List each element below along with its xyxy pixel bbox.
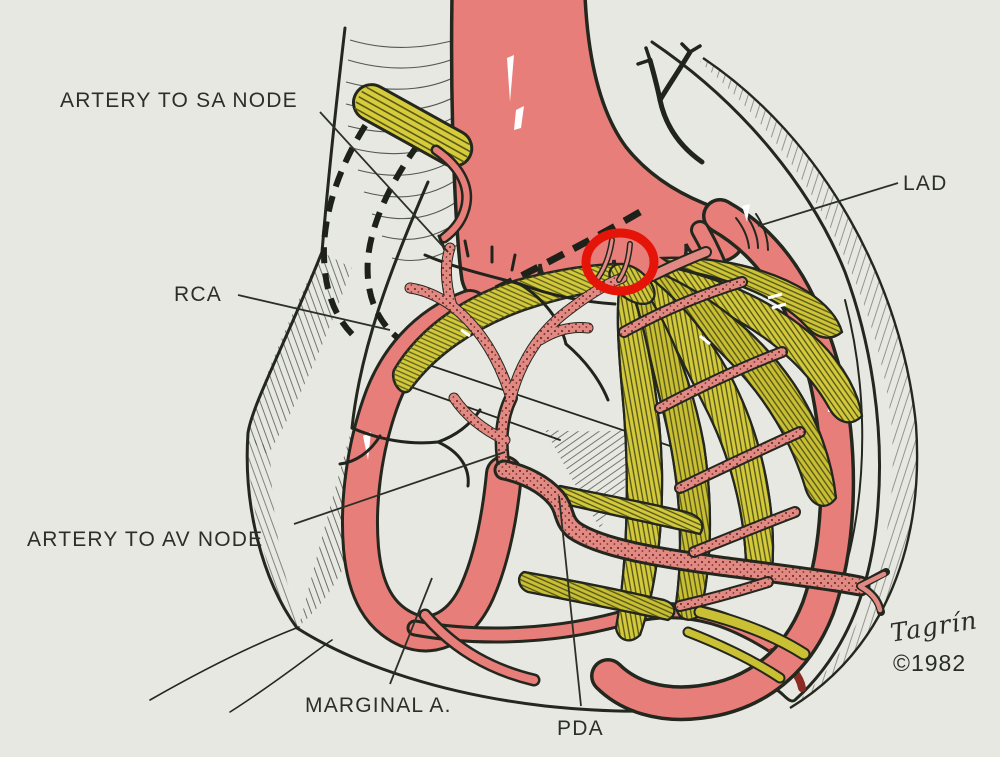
copyright-year: ©1982: [893, 650, 967, 676]
leader-pda: [558, 495, 582, 707]
label-lad: LAD: [903, 172, 948, 195]
label-artery-to-sa-node: ARTERY TO SA NODE: [60, 89, 298, 112]
sa-node-artery: [433, 147, 470, 241]
lad-highlight: [742, 204, 750, 222]
leader-lines: [237, 111, 899, 707]
leader-lad: [757, 182, 899, 227]
rca-highlight: [363, 432, 371, 460]
leader-marginal: [389, 577, 433, 685]
lad-diagonal-branches: [618, 246, 806, 612]
outer-pericardium-line: [702, 57, 919, 710]
purkinje-strands: [682, 605, 811, 684]
label-artery-to-av-node: ARTERY TO AV NODE: [27, 528, 264, 551]
cardiac-vein-branches: [338, 234, 617, 488]
label-rca: RCA: [174, 283, 222, 306]
leader-av-node: [293, 451, 506, 525]
cardiac-vein-top: [636, 42, 705, 165]
label-pda: PDA: [557, 717, 604, 740]
his-bundle-vessels: [595, 237, 633, 283]
leader-rca: [237, 294, 391, 331]
highlight-circle-annotation: [581, 228, 659, 296]
aorta-highlight: [507, 55, 514, 102]
fan-highlights: [699, 292, 787, 346]
leader-sa-node: [319, 111, 449, 253]
aorta-highlight-2: [514, 106, 524, 130]
right-pericardium-hatching: [700, 58, 918, 708]
pda-artery: [493, 459, 890, 616]
conduction-fan: [518, 256, 864, 642]
label-marginal-a: MARGINAL A.: [305, 694, 452, 717]
